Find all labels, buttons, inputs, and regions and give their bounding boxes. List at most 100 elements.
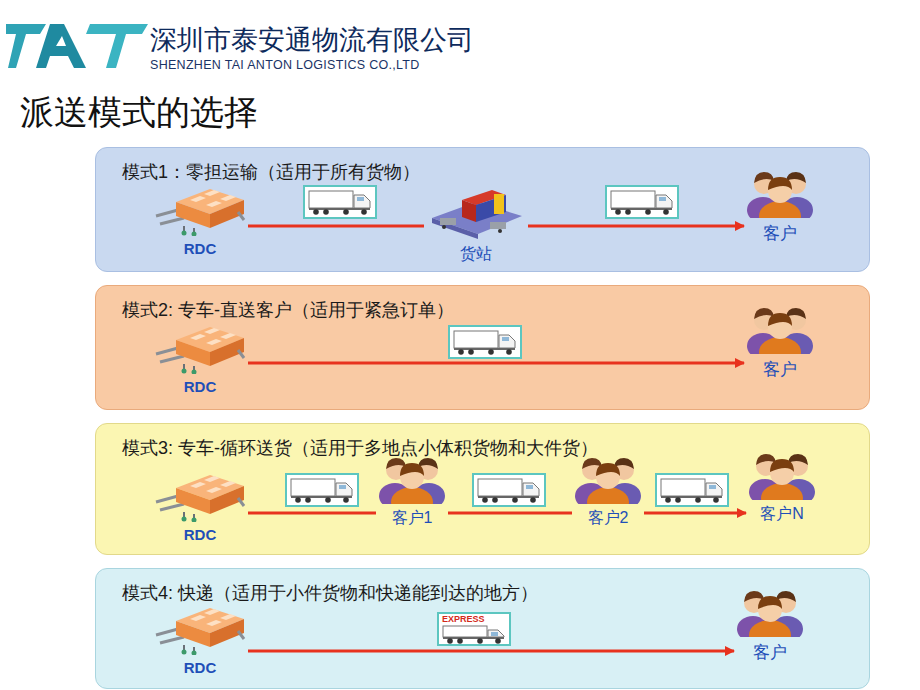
icon-line [160, 504, 184, 510]
node-icon [736, 583, 804, 637]
customer-icon [574, 450, 642, 504]
truck-wheel [663, 209, 669, 215]
truck-window [339, 485, 346, 489]
icon-line [156, 496, 178, 502]
truck-chassis [309, 208, 370, 210]
truck-cab [499, 335, 515, 348]
customer-node: 客户 [746, 300, 814, 381]
customer-node: 客户N [748, 446, 816, 525]
truck-window [357, 197, 364, 201]
icon-polygon [220, 614, 236, 620]
node-label: 客户1 [392, 508, 433, 529]
icon-path [768, 177, 792, 190]
icon-ellipse [587, 487, 629, 504]
truck [449, 326, 521, 358]
icon-circle [182, 369, 187, 374]
truck-wheel [295, 497, 301, 503]
icon-circle [192, 518, 197, 523]
warehouse-icon [154, 324, 246, 374]
truck-cab [523, 483, 539, 496]
node-label: RDC [184, 659, 217, 676]
customer-icon [748, 446, 816, 500]
truck-wheel [492, 497, 498, 503]
node-label: 客户2 [588, 508, 629, 529]
truck-wheel [313, 209, 319, 215]
warehouse-icon [154, 605, 246, 655]
icon-polygon [476, 195, 506, 222]
truck-frame [606, 186, 678, 218]
customer-node: 客户 [736, 583, 804, 664]
node-label: RDC [184, 378, 217, 395]
warehouse-node: RDC [154, 605, 246, 676]
customer-icon [746, 300, 814, 354]
icon-ellipse [759, 337, 801, 354]
customer-icon [736, 583, 804, 637]
company-name: 深圳市泰安通物流有限公司 [150, 22, 474, 58]
icon-polygon [190, 334, 206, 340]
node-icon [154, 472, 246, 522]
icon-circle [182, 650, 187, 655]
truck-cab [656, 195, 672, 208]
icon-ellipse [391, 487, 433, 504]
truck-wheel [512, 497, 518, 503]
icon-polygon [176, 340, 210, 366]
truck-wheel [468, 349, 474, 355]
icon-polygon [206, 201, 222, 207]
logo-part [56, 36, 66, 46]
truck-wheel [625, 209, 631, 215]
icon-line [160, 218, 184, 224]
logo-part [86, 24, 148, 68]
icon-polygon [206, 620, 222, 626]
icon-polygon [176, 202, 210, 228]
truck [656, 474, 728, 506]
freight-station-icon [426, 182, 526, 240]
truck-chassis [611, 208, 672, 210]
icon-polygon [190, 482, 206, 488]
truck-wheel [477, 638, 483, 644]
truck-wheel [323, 209, 329, 215]
express-text: EXPRESS [442, 614, 485, 625]
truck [606, 186, 678, 218]
truck-window [526, 485, 533, 489]
truck-window [502, 337, 509, 341]
truck-frame [286, 474, 358, 506]
truck-cab [354, 195, 370, 208]
flow-arrow [248, 512, 376, 515]
icon-circle [192, 370, 197, 375]
truck-wheel [695, 497, 701, 503]
mode-heading: 模式1：零担运输（适用于所有货物） [122, 160, 420, 184]
warehouse-icon [154, 186, 246, 236]
truck-wheel [530, 497, 536, 503]
icon-rect [440, 218, 456, 225]
node-icon [748, 446, 816, 500]
node-icon [746, 300, 814, 354]
truck-frame [438, 613, 510, 645]
icon-circle [442, 225, 446, 229]
node-label: 客户 [763, 358, 797, 381]
truck-box [478, 479, 522, 496]
icon-circle [498, 229, 502, 233]
icon-polygon [220, 333, 236, 339]
mode-heading: 模式3: 专车-循环送货（适用于多地点小体积货物和大件货） [122, 436, 598, 460]
icon-ellipse [759, 201, 801, 218]
icon-path [758, 596, 782, 609]
icon-line [156, 348, 178, 354]
icon-polygon [204, 476, 220, 482]
truck-wheel [615, 209, 621, 215]
node-label: RDC [184, 526, 217, 543]
icon-circle [182, 517, 187, 522]
icon-path [596, 463, 620, 476]
flow-arrow [528, 225, 744, 228]
truck-wheel [665, 497, 671, 503]
icon-circle [192, 232, 197, 237]
mode-band: 模式4: 快递（适用于小件货物和快递能到达的地方） RDC 客户 EXPRESS [95, 568, 870, 689]
truck-window [709, 485, 716, 489]
mode-heading: 模式4: 快递（适用于小件货物和快递能到达的地方） [122, 581, 538, 605]
truck-wheel [447, 638, 453, 644]
icon-line [160, 356, 184, 362]
truck-wheel [495, 638, 501, 644]
icon-line [156, 629, 178, 635]
truck-wheel [675, 497, 681, 503]
truck-wheel [361, 209, 367, 215]
flow-arrow [248, 362, 744, 365]
